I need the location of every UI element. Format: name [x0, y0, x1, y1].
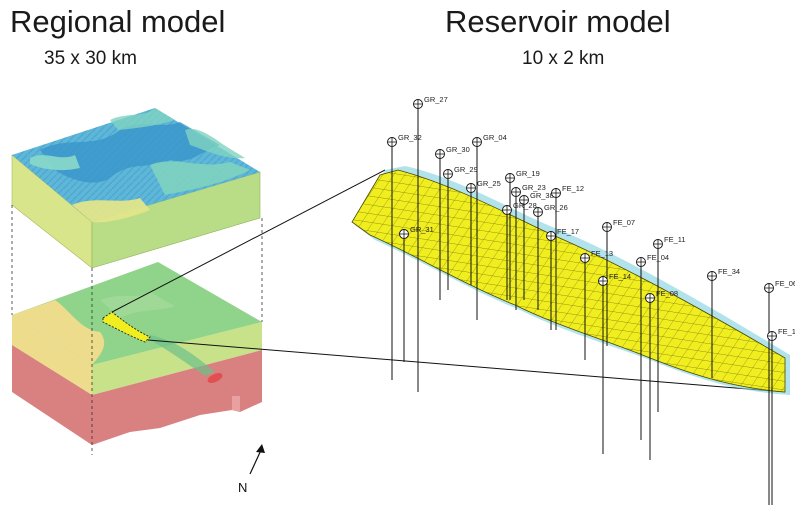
well-label: GR_38 [530, 191, 554, 200]
well-gr-38: GR_38 [519, 191, 554, 300]
well-label: GR_29 [454, 165, 478, 174]
well-gr-27: GR_27 [413, 95, 448, 392]
well-crosshair-icon [580, 253, 590, 263]
well-label: FE_08 [656, 289, 678, 298]
well-gr-30: GR_30 [435, 145, 470, 300]
well-fe-10: FE_10 [767, 327, 795, 505]
well-crosshair-icon [502, 205, 512, 215]
well-crosshair-icon [435, 149, 445, 159]
well-crosshair-icon [387, 137, 397, 147]
well-crosshair-icon [546, 231, 556, 241]
well-gr-32: GR_32 [387, 133, 422, 380]
well-crosshair-icon [413, 99, 423, 109]
well-gr-29: GR_29 [443, 165, 478, 290]
well-label: FE_13 [591, 249, 613, 258]
well-fe-17: FE_17 [546, 227, 579, 330]
well-label: FE_04 [647, 253, 669, 262]
well-fe-06: FE_06 [764, 279, 795, 505]
well-crosshair-icon [602, 222, 612, 232]
regional-base-block [12, 262, 262, 445]
reservoir-surface [351, 166, 790, 395]
well-crosshair-icon [598, 276, 608, 286]
well-label: FE_06 [775, 279, 795, 288]
well-fe-08: FE_08 [645, 289, 678, 460]
north-label: N [238, 480, 247, 495]
well-label: GR_27 [424, 95, 448, 104]
well-crosshair-icon [472, 137, 482, 147]
well-fe-07: FE_07 [602, 218, 635, 346]
well-label: FE_17 [557, 227, 579, 236]
well-crosshair-icon [466, 183, 476, 193]
well-gr-25: GR_25 [466, 179, 501, 285]
block-alignment-lines [11, 205, 263, 455]
well-label: GR_04 [483, 133, 507, 142]
well-fe-34: FE_34 [707, 267, 740, 378]
well-crosshair-icon [551, 188, 561, 198]
well-crosshair-icon [399, 229, 409, 239]
regional-model-title: Regional model [10, 4, 226, 39]
well-fe-11: FE_11 [653, 235, 686, 412]
well-label: GR_28 [513, 201, 537, 210]
well-gr-28: GR_28 [502, 201, 537, 300]
regional-topography-block [11, 108, 261, 269]
well-crosshair-icon [519, 195, 529, 205]
north-arrow [249, 444, 265, 475]
well-label: FE_11 [664, 235, 686, 244]
reservoir-model-size: 10 x 2 km [522, 48, 605, 69]
regional-model-size: 35 x 30 km [44, 48, 137, 69]
well-gr-04: GR_04 [472, 133, 507, 320]
well-crosshair-icon [636, 257, 646, 267]
well-label: FE_07 [613, 218, 635, 227]
well-fe-04: FE_04 [636, 253, 669, 440]
well-label: GR_19 [516, 169, 540, 178]
well-fe-12: FE_12 [551, 184, 584, 330]
well-label: GR_23 [522, 183, 546, 192]
well-label: FE_34 [718, 267, 740, 276]
well-fe-13: FE_13 [580, 249, 613, 360]
well-crosshair-icon [767, 331, 777, 341]
well-gr-31: GR_31 [399, 225, 434, 362]
well-label: GR_25 [477, 179, 501, 188]
well-gr-19: GR_19 [505, 169, 540, 300]
well-crosshair-icon [764, 283, 774, 293]
reservoir-model-title: Reservoir model [445, 4, 671, 39]
well-crosshair-icon [645, 293, 655, 303]
zoom-connector-lines [111, 169, 786, 393]
well-label: GR_31 [410, 225, 434, 234]
well-label: FE_12 [562, 184, 584, 193]
well-fe-14: FE_14 [598, 272, 631, 454]
well-label: GR_32 [398, 133, 422, 142]
well-label: GR_30 [446, 145, 470, 154]
well-crosshair-icon [505, 173, 515, 183]
well-crosshair-icon [443, 169, 453, 179]
well-crosshair-icon [511, 187, 521, 197]
well-crosshair-icon [653, 239, 663, 249]
well-crosshair-icon [533, 207, 543, 217]
well-label: FE_14 [609, 272, 631, 281]
well-crosshair-icon [707, 271, 717, 281]
well-label: FE_10 [778, 327, 795, 336]
well-gr-23: GR_23 [511, 183, 546, 310]
